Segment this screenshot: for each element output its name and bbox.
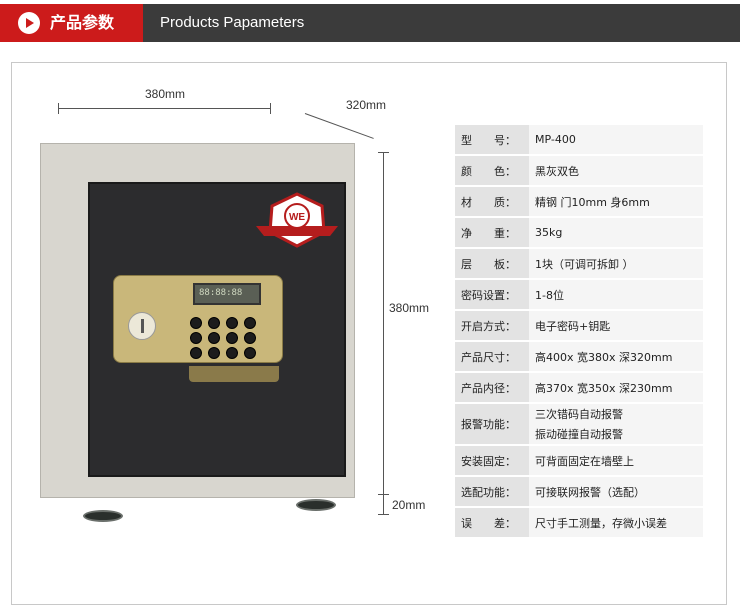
width-dimension-line — [58, 108, 271, 109]
spec-label: 层 板： — [455, 249, 529, 278]
spec-value: 35kg — [529, 218, 703, 247]
height-dimension-line — [383, 152, 384, 494]
header-en-title: Products Papameters — [160, 14, 305, 31]
spec-row: 安装固定： 可背面固定在墙壁上 — [455, 446, 703, 475]
spec-value-line: 三次错码自动报警 — [535, 408, 623, 421]
key-lock-icon — [128, 312, 156, 340]
keypad-button — [190, 347, 202, 359]
lcd-readout: 88:88:88 — [199, 288, 243, 298]
keypad-button — [226, 347, 238, 359]
keypad-button — [226, 317, 238, 329]
depth-dimension-label: 320mm — [346, 98, 387, 112]
keypad-button — [244, 347, 256, 359]
spec-value: 高370x 宽350x 深230mm — [529, 373, 703, 402]
keypad-button — [226, 332, 238, 344]
spec-value: 三次错码自动报警 振动碰撞自动报警 — [529, 404, 703, 444]
feet-dimension-tick-bottom — [378, 514, 389, 515]
spec-label: 型 号： — [455, 125, 529, 154]
spec-value: 精钢 门10mm 身6mm — [529, 187, 703, 216]
play-icon — [18, 12, 40, 34]
spec-value: 1-8位 — [529, 280, 703, 309]
spec-value: 黑灰双色 — [529, 156, 703, 185]
spec-row: 密码设置： 1-8位 — [455, 280, 703, 309]
spec-value-line: 振动碰撞自动报警 — [535, 428, 623, 441]
spec-row: 产品尺寸： 高400x 宽380x 深320mm — [455, 342, 703, 371]
header-cn-title: 产品参数 — [50, 13, 115, 32]
header-red-tab: 产品参数 — [0, 4, 143, 42]
door-handle — [189, 366, 279, 382]
keypad-button — [190, 317, 202, 329]
keypad-button — [190, 332, 202, 344]
emblem-letters: WE — [289, 212, 305, 223]
height-dimension-label: 380mm — [389, 301, 430, 315]
safe-foot-right — [296, 499, 336, 511]
width-dimension-tick-left — [58, 103, 59, 114]
keypad-button — [208, 347, 220, 359]
width-dimension-label: 380mm — [145, 87, 186, 101]
keypad-button — [208, 332, 220, 344]
spec-label: 颜 色： — [455, 156, 529, 185]
keypad-button — [208, 317, 220, 329]
spec-label: 密码设置： — [455, 280, 529, 309]
spec-row: 材 质： 精钢 门10mm 身6mm — [455, 187, 703, 216]
spec-label: 产品内径： — [455, 373, 529, 402]
spec-label: 净 重： — [455, 218, 529, 247]
feet-dimension-label: 20mm — [392, 498, 426, 512]
spec-label: 选配功能： — [455, 477, 529, 506]
spec-row: 颜 色： 黑灰双色 — [455, 156, 703, 185]
spec-label: 安装固定： — [455, 446, 529, 475]
content-frame — [11, 62, 727, 605]
height-dimension-tick-top — [378, 152, 389, 153]
spec-label: 开启方式： — [455, 311, 529, 340]
keypad-button — [244, 317, 256, 329]
spec-value: 尺寸手工测量，存微小误差 — [529, 508, 703, 537]
section-header: 产品参数 Products Papameters — [0, 4, 740, 42]
spec-table: 型 号： MP-400 颜 色： 黑灰双色 材 质： 精钢 门10mm 身6mm… — [455, 123, 703, 539]
spec-value: 可接联网报警（选配） — [529, 477, 703, 506]
lcd-display: 88:88:88 — [193, 283, 261, 305]
spec-row: 型 号： MP-400 — [455, 125, 703, 154]
spec-value: 电子密码+钥匙 — [529, 311, 703, 340]
brand-emblem-icon: WE — [256, 192, 338, 248]
feet-dimension-line — [383, 494, 384, 514]
width-dimension-tick-right — [270, 103, 271, 114]
spec-label: 误 差： — [455, 508, 529, 537]
spec-label: 材 质： — [455, 187, 529, 216]
spec-row: 产品内径： 高370x 宽350x 深230mm — [455, 373, 703, 402]
spec-label: 产品尺寸： — [455, 342, 529, 371]
spec-row: 净 重： 35kg — [455, 218, 703, 247]
spec-row: 层 板： 1块（可调可拆卸 ） — [455, 249, 703, 278]
spec-row: 误 差： 尺寸手工测量，存微小误差 — [455, 508, 703, 537]
spec-row: 报警功能： 三次错码自动报警 振动碰撞自动报警 — [455, 404, 703, 444]
spec-value: 1块（可调可拆卸 ） — [529, 249, 703, 278]
spec-row: 开启方式： 电子密码+钥匙 — [455, 311, 703, 340]
spec-value: MP-400 — [529, 125, 703, 154]
spec-value: 可背面固定在墙壁上 — [529, 446, 703, 475]
spec-label: 报警功能： — [455, 404, 529, 444]
spec-row: 选配功能： 可接联网报警（选配） — [455, 477, 703, 506]
safe-foot-left — [83, 510, 123, 522]
spec-value: 高400x 宽380x 深320mm — [529, 342, 703, 371]
keypad-button — [244, 332, 256, 344]
